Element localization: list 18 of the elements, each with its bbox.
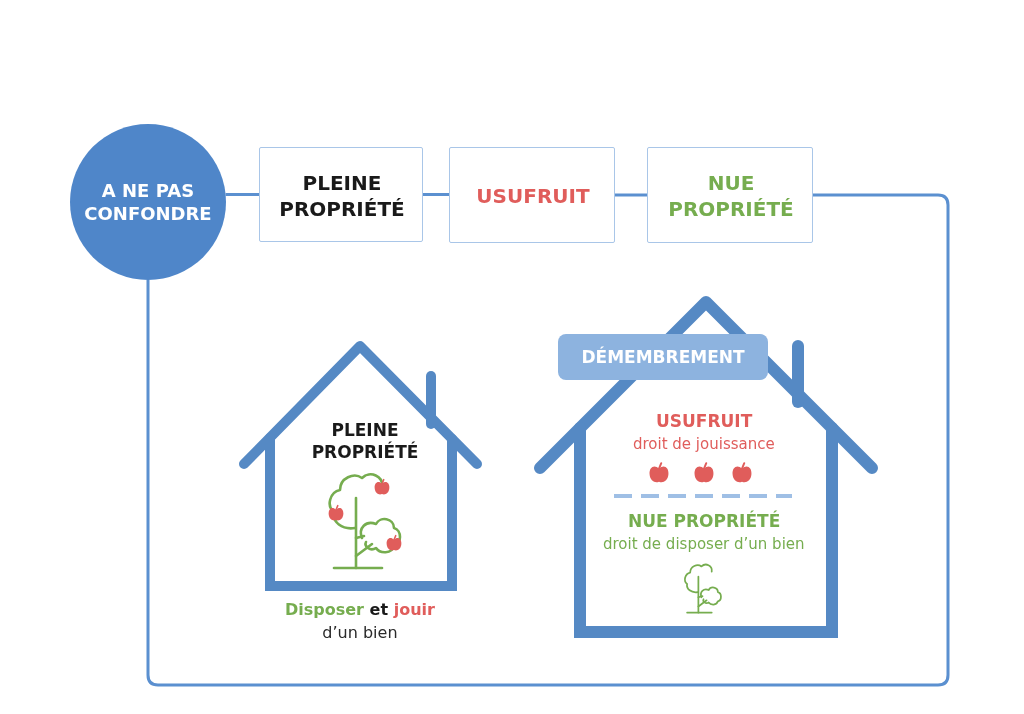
description-text: droit de jouissance — [633, 435, 775, 455]
term-box — [647, 147, 813, 243]
caption-text: Disposer et jouir d’un bien — [285, 599, 435, 645]
term-label: NUE PROPRIÉTÉ — [628, 510, 781, 533]
connector-line — [615, 193, 647, 197]
connector-line — [146, 193, 950, 687]
connector-line — [423, 193, 449, 196]
description-text: droit de disposer d’un bien — [603, 535, 805, 555]
term-label: PLEINE PROPRIÉTÉ — [278, 169, 406, 222]
term-label: USUFRUIT — [475, 183, 591, 209]
connector-line — [225, 193, 259, 196]
term-label: NUE PROPRIÉTÉ — [667, 170, 795, 222]
term-box — [259, 147, 423, 242]
tag-text: DÉMEMBREMENT — [580, 346, 746, 369]
badge-text: A NE PAS CONFONDRE — [83, 178, 213, 226]
term-label: USUFRUIT — [656, 410, 753, 433]
term-label: PLEINE PROPRIÉTÉ — [311, 419, 419, 464]
term-box — [449, 147, 615, 243]
